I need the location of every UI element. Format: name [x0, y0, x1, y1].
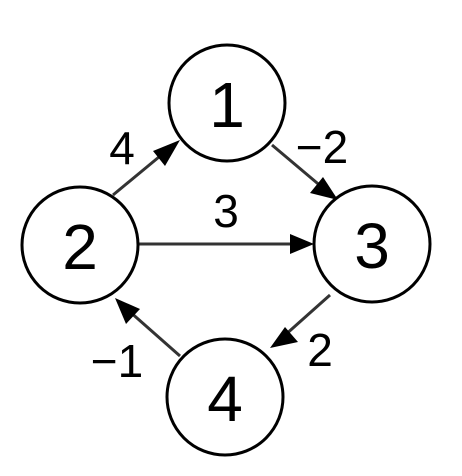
edge-1-to-3: −2	[271, 121, 348, 200]
graph-node-2: 2	[20, 185, 140, 305]
nodes-layer: 1 2 3 4	[20, 43, 432, 457]
arrowhead-4-to-2	[115, 298, 140, 324]
edge-weight-3-to-4: 2	[307, 324, 333, 376]
edges-layer: 4 −2 3 2 −1	[91, 121, 348, 387]
edge-weight-4-to-2: −1	[91, 335, 143, 387]
edge-line-2-to-1	[112, 150, 166, 197]
edge-4-to-2: −1	[91, 298, 181, 387]
node-circle-3	[312, 184, 432, 304]
edge-3-to-4: 2	[270, 293, 333, 376]
graph-node-4: 4	[165, 337, 285, 457]
node-label-2: 2	[62, 211, 98, 283]
edge-weight-2-to-3: 3	[213, 185, 239, 237]
node-label-1: 1	[209, 69, 245, 141]
edge-weight-2-to-1: 4	[109, 122, 135, 174]
arrowhead-2-to-1	[153, 140, 180, 166]
graph-node-3: 3	[312, 184, 432, 304]
arrowhead-2-to-3	[290, 234, 314, 254]
arrowhead-3-to-4	[270, 327, 298, 348]
edge-2-to-1: 4	[109, 122, 180, 197]
node-label-3: 3	[354, 210, 390, 282]
edge-line-3-to-4	[283, 293, 331, 338]
node-label-4: 4	[207, 363, 243, 435]
node-circle-2	[20, 185, 140, 305]
arrowhead-1-to-3	[310, 177, 338, 200]
node-circle-4	[165, 337, 285, 457]
edge-line-4-to-2	[128, 309, 181, 358]
node-circle-1	[167, 43, 287, 163]
edge-line-1-to-3	[271, 143, 324, 190]
edge-2-to-3: 3	[138, 185, 314, 254]
graph-node-1: 1	[167, 43, 287, 163]
edge-weight-1-to-3: −2	[296, 121, 348, 173]
